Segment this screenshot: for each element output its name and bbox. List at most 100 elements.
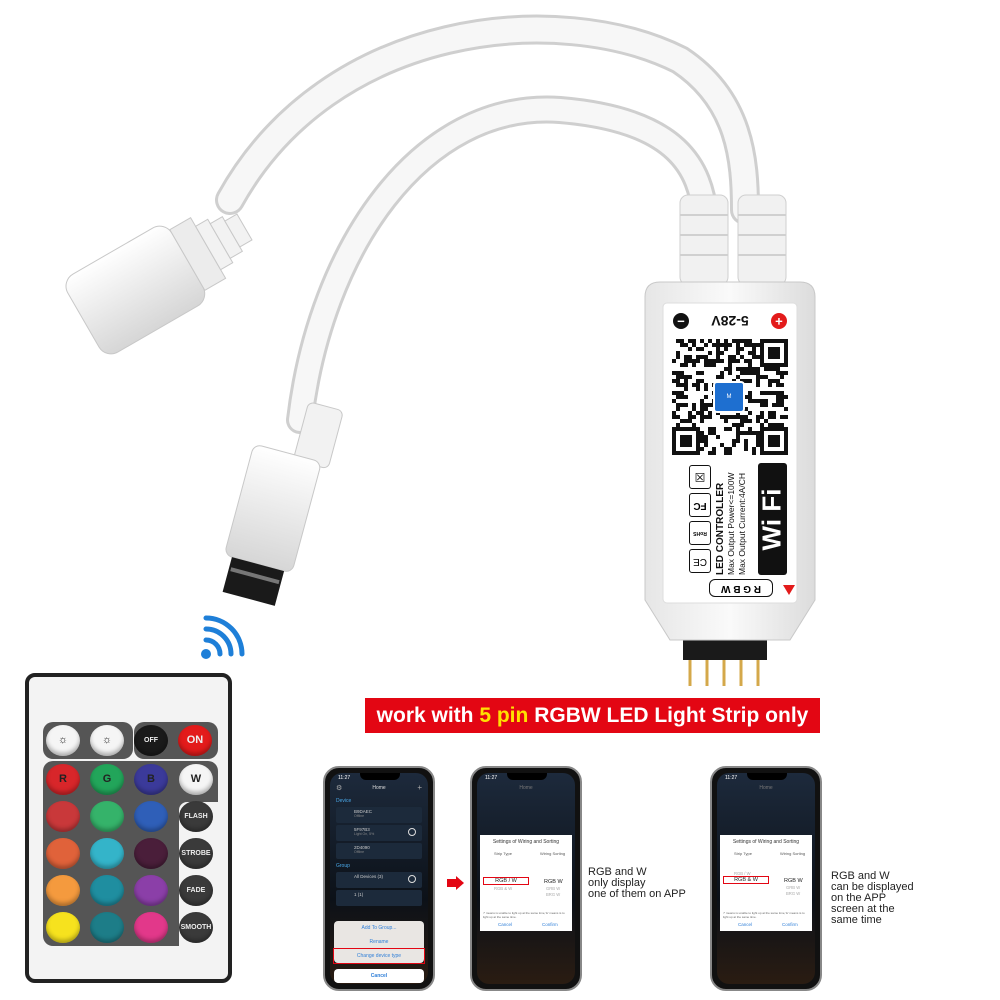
controller-collars [679, 194, 787, 286]
voltage-label: 5-28V [711, 313, 749, 329]
wifi-brand-text: Wi Fi [756, 488, 787, 551]
strip-type-header: Strip Type [494, 851, 512, 856]
cable-strip-connector [286, 95, 719, 434]
menu-rename[interactable]: Rename [369, 939, 389, 945]
banner-prefix: work with [376, 704, 480, 727]
status-time: 11:27 [485, 775, 498, 781]
group-section-label: Group [336, 863, 350, 869]
qr-code [672, 339, 788, 455]
key-off[interactable]: OFF [134, 725, 168, 756]
rohs-icon: RoHS [689, 521, 711, 545]
dialog-note: '/' means is unable to light up at the s… [483, 911, 565, 919]
screen-title: Home [372, 785, 386, 791]
rgbw-type-label: R G B W [709, 579, 773, 597]
menu-add-to-group[interactable]: Add To Group... [361, 925, 397, 931]
group-row[interactable]: All Devices (3) [336, 872, 422, 888]
color-key[interactable] [90, 838, 124, 869]
key-w[interactable]: W [179, 764, 213, 795]
controller-pins [683, 640, 767, 686]
brightness-up-icon[interactable]: ☼ [46, 725, 80, 756]
key-smooth[interactable]: SMOOTH [179, 912, 213, 943]
wiring-sorting-header: Wiring Sorting [780, 851, 806, 856]
phone-strip-type-dialog: 11:27 Home Settings of Wiring and Sortin… [470, 766, 582, 991]
key-fade[interactable]: FADE [179, 875, 213, 906]
screen-title: Home [519, 785, 533, 791]
max-current: Max Output Current:4A/CH [737, 472, 747, 575]
dialog-title: Settings of Wiring and Sorting [492, 839, 560, 845]
arrow-right-icon [447, 879, 456, 887]
key-on[interactable]: ON [178, 725, 212, 756]
status-time: 11:27 [725, 775, 738, 781]
brightness-down-icon[interactable]: ☼ [90, 725, 124, 756]
color-key[interactable] [134, 838, 168, 869]
wiring-option[interactable]: GRB W [546, 886, 561, 891]
status-time: 11:27 [338, 775, 351, 781]
group-row[interactable]: 1 (1) [336, 890, 422, 906]
color-key[interactable] [134, 801, 168, 832]
key-flash[interactable]: FLASH [179, 801, 213, 832]
strip-type-header: Strip Type [734, 851, 752, 856]
cert-icons: CE RoHS FC ☒ [689, 465, 711, 573]
menu-change-device-type[interactable]: Change device type [333, 948, 425, 964]
wiring-option[interactable]: BRG W [546, 892, 561, 897]
color-key[interactable] [46, 912, 80, 943]
color-key[interactable] [46, 838, 80, 869]
wiring-option[interactable]: GRB W [786, 885, 801, 890]
power-icon[interactable] [408, 875, 416, 883]
dialog-title: Settings of Wiring and Sorting [732, 839, 800, 845]
ce-icon: CE [689, 549, 711, 573]
weee-bin-icon: ☒ [689, 465, 711, 489]
triangle-marker-icon [783, 585, 795, 595]
wiring-option[interactable]: BRG W [786, 891, 801, 896]
cancel-button[interactable]: Cancel [738, 922, 753, 927]
strip-type-selected[interactable]: RGB & W [723, 876, 769, 884]
color-key[interactable]: R [46, 764, 80, 795]
controller-title: LED CONTROLLER [715, 482, 726, 575]
spec-text: LED CONTROLLER Max Output Power<=100W Ma… [715, 463, 755, 575]
wiring-selected[interactable]: RGB W [784, 878, 803, 884]
settings-gear-icon[interactable]: ⚙ [336, 785, 343, 792]
color-key[interactable] [90, 801, 124, 832]
strip-male-connector [222, 402, 343, 606]
cancel-button[interactable]: Cancel [498, 922, 513, 927]
controller-label-text: + 5-28V − Wi Fi LED CONTROLLER Max Outpu… [663, 303, 797, 603]
color-key[interactable] [90, 912, 124, 943]
color-key[interactable] [46, 875, 80, 906]
color-key[interactable] [134, 912, 168, 943]
strip-type-option[interactable]: RGB / W [734, 871, 751, 876]
action-sheet: Add To Group... Rename Change device typ… [333, 921, 425, 964]
screen-title: Home [759, 785, 773, 791]
color-key[interactable]: B [134, 764, 168, 795]
confirm-button[interactable]: Confirm [782, 922, 798, 927]
add-icon[interactable]: + [417, 783, 422, 792]
cable-dc-jack [215, 14, 760, 225]
color-key[interactable] [46, 801, 80, 832]
wifi-brand: Wi Fi [756, 463, 787, 575]
magic-home-app-logo: M [713, 381, 745, 413]
compatibility-banner: work with 5 pin RGBW LED Light Strip onl… [365, 698, 820, 733]
cancel-button[interactable]: Cancel [334, 969, 424, 983]
arrow-head [456, 876, 464, 890]
dc-female-jack [65, 213, 253, 355]
color-key[interactable] [90, 875, 124, 906]
wiring-selected[interactable]: RGB W [544, 879, 563, 885]
color-key[interactable]: G [90, 764, 124, 795]
plus-terminal: + [771, 313, 787, 329]
confirm-button[interactable]: Confirm [542, 922, 558, 927]
strip-type-selected[interactable]: RGB / W [483, 877, 529, 885]
fc-icon: FC [689, 493, 711, 517]
power-icon[interactable] [408, 828, 416, 836]
color-key[interactable] [134, 875, 168, 906]
strip-type-option[interactable]: RGB & W [494, 886, 513, 891]
max-power: Max Output Power<=100W [726, 472, 736, 575]
key-strobe[interactable]: STROBE [179, 838, 213, 869]
device-section-label: Device [336, 798, 352, 804]
wifi-signal-icon [201, 615, 245, 659]
wiring-sorting-header: Wiring Sorting [540, 851, 566, 856]
